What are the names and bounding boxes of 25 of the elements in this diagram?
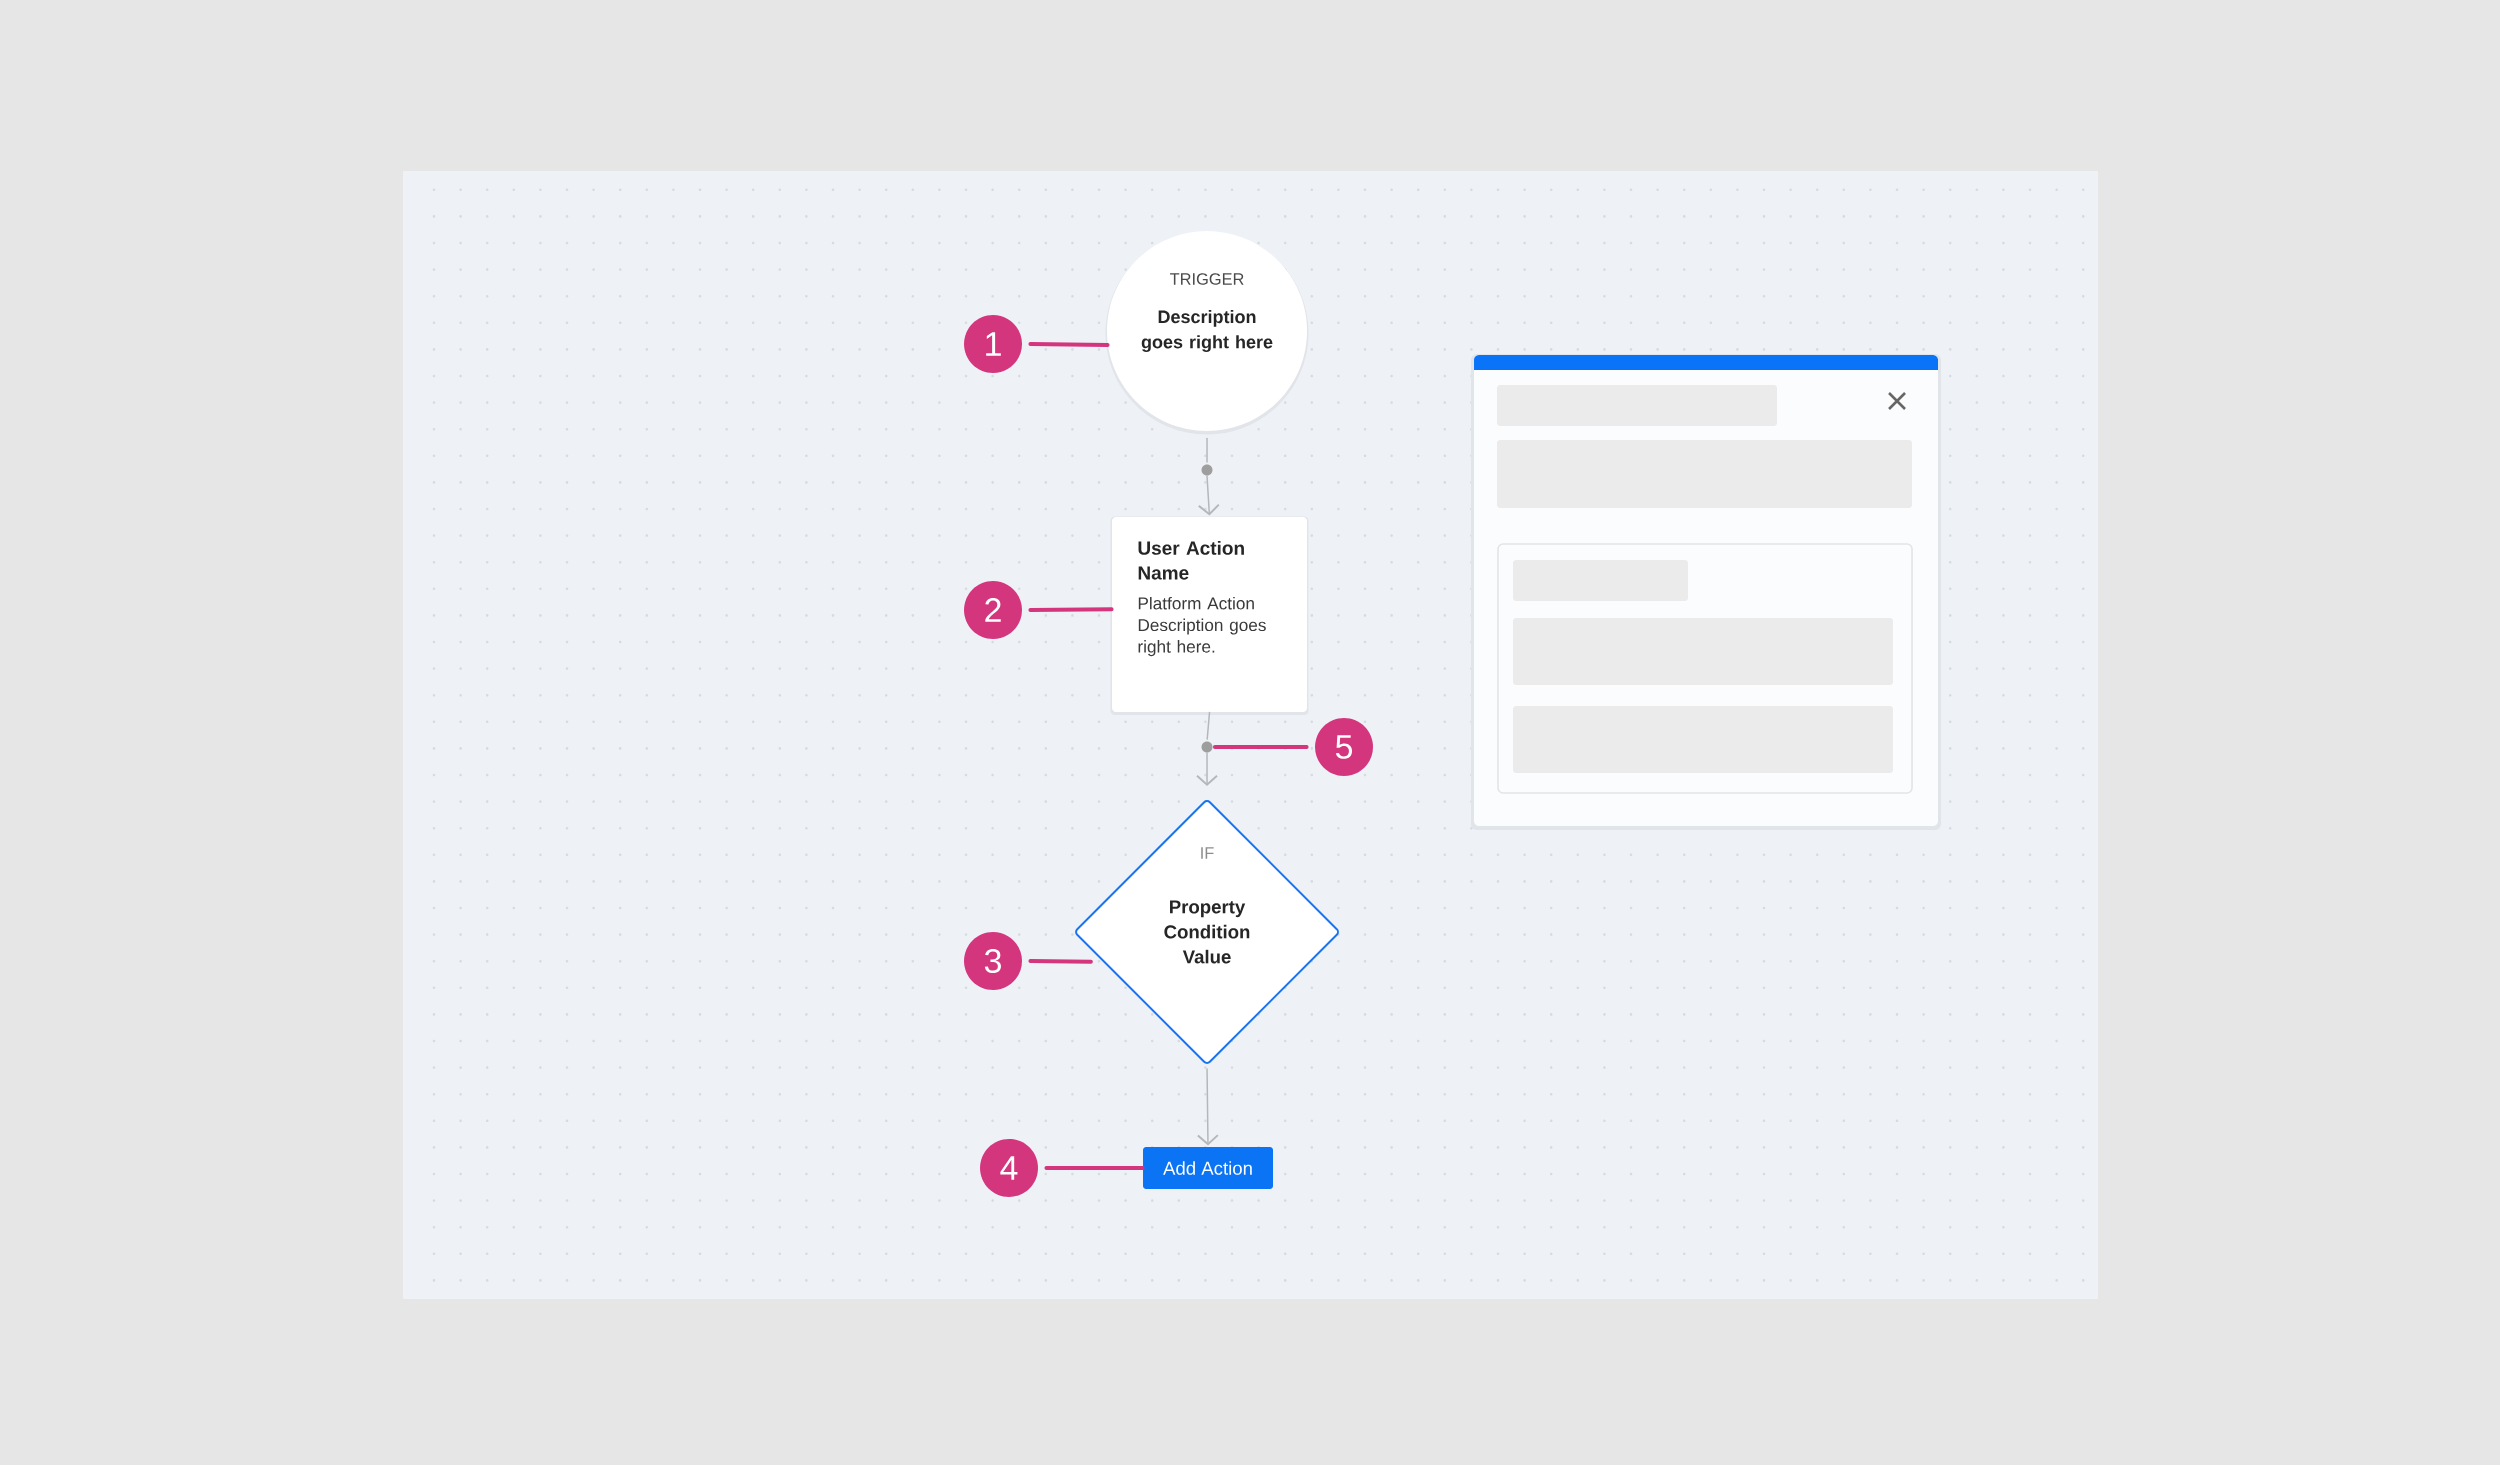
leader-line <box>1028 959 1093 964</box>
arrow <box>1196 1068 1219 1146</box>
card-description: Platform Action Description goes right here. <box>1138 596 1266 657</box>
card-title: User Action Name <box>1138 540 1244 580</box>
node-label: IF <box>1201 847 1214 859</box>
leader-line <box>1028 607 1114 612</box>
trigger-circle <box>1105 231 1309 435</box>
leader-line <box>1028 342 1110 347</box>
callout-number: 3 <box>964 932 1022 990</box>
connector-line <box>1206 711 1211 740</box>
node-label: TRIGGER <box>1170 273 1244 285</box>
decision-diamond <box>1075 800 1339 1064</box>
node-text: Description goes right here <box>1141 309 1273 353</box>
arrow <box>1196 752 1218 786</box>
callout-number: 2 <box>964 581 1022 639</box>
condition-text: Property Condition Value <box>1164 900 1250 964</box>
callout-number: 5 <box>1315 718 1373 776</box>
leader-line <box>1044 1166 1145 1170</box>
arrow <box>1197 475 1220 516</box>
connector-line <box>1206 437 1208 463</box>
action-card <box>1110 516 1309 715</box>
action-button: Add Action <box>1143 1147 1273 1189</box>
callout-number: 4 <box>980 1139 1038 1197</box>
callout-number: 1 <box>964 315 1022 373</box>
leader-line <box>1212 745 1309 749</box>
